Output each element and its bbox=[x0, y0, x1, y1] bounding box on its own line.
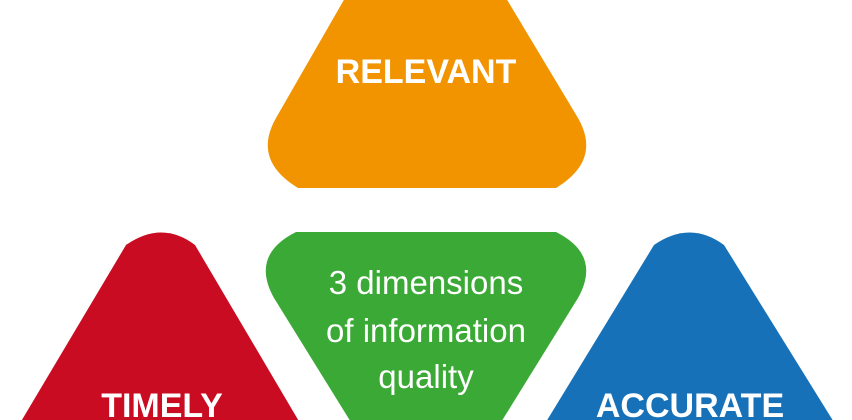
timely-shape-fill bbox=[21, 232, 299, 420]
relevant-shape-fill bbox=[267, 0, 587, 188]
accurate-shape: ACCURATE bbox=[547, 232, 833, 420]
timely-shape: TIMELY bbox=[21, 232, 299, 420]
relevant-shape: RELEVANT bbox=[267, 0, 587, 188]
center-shape: 3 dimensions of information quality bbox=[265, 232, 587, 420]
center-label-line-3: quality bbox=[378, 358, 474, 395]
center-label-line-2: of information bbox=[326, 312, 526, 349]
timely-label: TIMELY bbox=[101, 387, 223, 420]
relevant-label: RELEVANT bbox=[336, 53, 517, 91]
center-label-line-1: 3 dimensions bbox=[329, 264, 523, 301]
center-shape-fill bbox=[265, 232, 587, 420]
accurate-label: ACCURATE bbox=[596, 387, 784, 420]
accurate-shape-fill bbox=[547, 232, 833, 420]
